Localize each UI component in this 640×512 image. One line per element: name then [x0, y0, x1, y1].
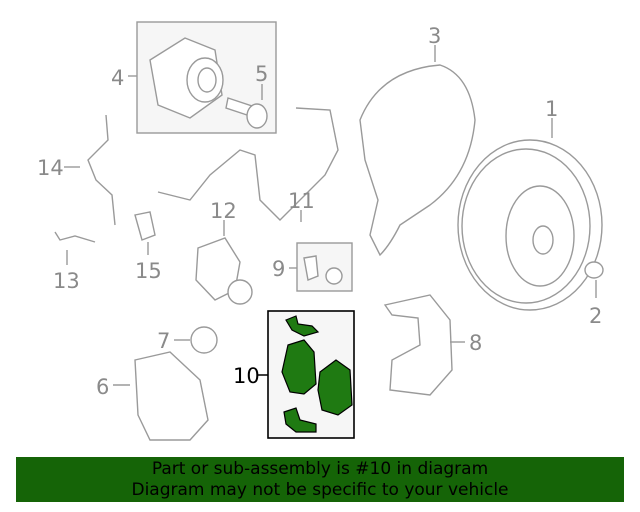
- callout-7[interactable]: 7: [157, 329, 170, 353]
- brake-caliper[interactable]: [134, 351, 209, 441]
- brake-pad-inner: [281, 339, 317, 395]
- pad-clip-upper: [285, 315, 320, 337]
- callout-4[interactable]: 4: [111, 66, 124, 90]
- caliper-bolts[interactable]: [303, 255, 343, 285]
- wire-clip[interactable]: [134, 211, 156, 241]
- banner-line-1: Part or sub-assembly is #10 in diagram: [151, 459, 489, 479]
- pad-clip-lower: [283, 407, 317, 433]
- callout-2[interactable]: 2: [589, 304, 602, 328]
- wheel-hub[interactable]: [149, 37, 224, 119]
- abs-sensor-wire-14[interactable]: [87, 114, 116, 226]
- caliper-bracket[interactable]: [383, 294, 453, 396]
- parking-brake-actuator[interactable]: [195, 237, 253, 305]
- rotor-screw[interactable]: [584, 261, 604, 279]
- callout-9[interactable]: 9: [272, 257, 285, 281]
- abs-sensor-wire-13[interactable]: [54, 231, 96, 243]
- banner-line-2: Diagram may not be specific to your vehi…: [131, 480, 509, 500]
- callout-1[interactable]: 1: [545, 97, 558, 121]
- dust-shield[interactable]: [359, 64, 476, 257]
- callout-3[interactable]: 3: [428, 24, 441, 48]
- brake-pad-set[interactable]: [281, 315, 353, 433]
- callout-8[interactable]: 8: [469, 331, 482, 355]
- leader-lines: [64, 45, 597, 386]
- piston-seal[interactable]: [190, 326, 218, 354]
- callout-5[interactable]: 5: [255, 62, 268, 86]
- abs-sensor-wire-11[interactable]: [157, 107, 339, 221]
- brake-rotor[interactable]: [457, 139, 603, 311]
- hub-bolt[interactable]: [225, 97, 268, 129]
- diagram-notice-banner: Part or sub-assembly is #10 in diagram D…: [16, 457, 624, 502]
- brake-pad-outer: [317, 359, 353, 416]
- callout-10[interactable]: 10: [233, 364, 260, 388]
- callout-11[interactable]: 11: [288, 189, 315, 213]
- callout-12[interactable]: 12: [210, 199, 237, 223]
- callout-14[interactable]: 14: [37, 156, 64, 180]
- callout-13[interactable]: 13: [53, 269, 80, 293]
- callout-15[interactable]: 15: [135, 259, 162, 283]
- callout-6[interactable]: 6: [96, 375, 109, 399]
